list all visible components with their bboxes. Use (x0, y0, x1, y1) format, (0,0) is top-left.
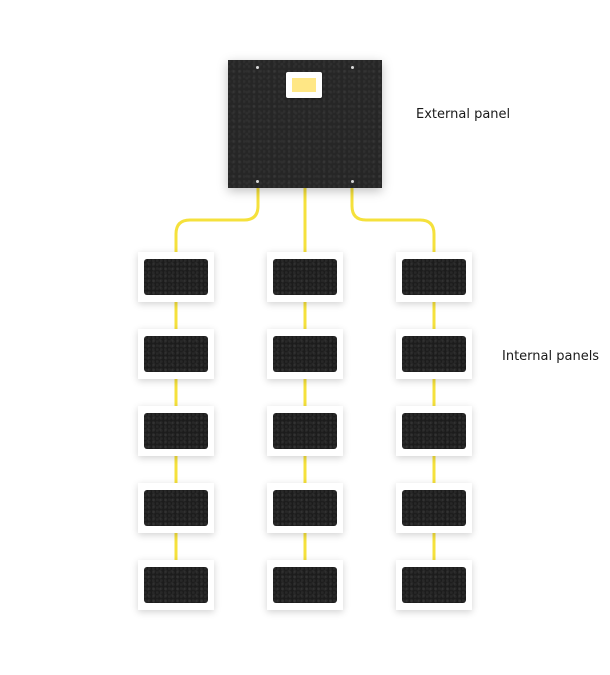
screw-icon (351, 180, 354, 183)
internal-panel (267, 252, 343, 302)
internal-panel (267, 406, 343, 456)
internal-panel-surface (144, 259, 208, 295)
internal-panel-surface (402, 259, 466, 295)
screw-icon (256, 66, 259, 69)
internal-panel (267, 483, 343, 533)
internal-panel-surface (273, 413, 337, 449)
internal-panel-surface (144, 336, 208, 372)
internal-panel-surface (402, 336, 466, 372)
internal-panel (396, 560, 472, 610)
internal-panel (138, 252, 214, 302)
internal-panel (267, 329, 343, 379)
internal-panel (138, 329, 214, 379)
internal-panel-surface (144, 490, 208, 526)
internal-panel (138, 560, 214, 610)
internal-panel (396, 329, 472, 379)
internal-panels-label: Internal panels (502, 349, 600, 364)
internal-panel (396, 483, 472, 533)
internal-panel-surface (402, 490, 466, 526)
internal-panel-surface (402, 567, 466, 603)
internal-panel (138, 483, 214, 533)
external-panel-label: External panel (416, 107, 511, 122)
internal-panel-surface (144, 567, 208, 603)
internal-panel (138, 406, 214, 456)
internal-panel-surface (273, 336, 337, 372)
external-panel (228, 60, 382, 188)
internal-panel (267, 560, 343, 610)
screw-icon (351, 66, 354, 69)
internal-panel-surface (273, 567, 337, 603)
internal-panel-surface (273, 259, 337, 295)
internal-panel-surface (273, 490, 337, 526)
internal-panel (396, 252, 472, 302)
internal-panel-surface (402, 413, 466, 449)
wire-left-branch (174, 186, 260, 254)
internal-panel-surface (144, 413, 208, 449)
external-panel-indicator (286, 72, 322, 98)
screw-icon (256, 180, 259, 183)
indicator-light (292, 78, 316, 92)
wire-right-branch (350, 186, 436, 254)
internal-panel (396, 406, 472, 456)
